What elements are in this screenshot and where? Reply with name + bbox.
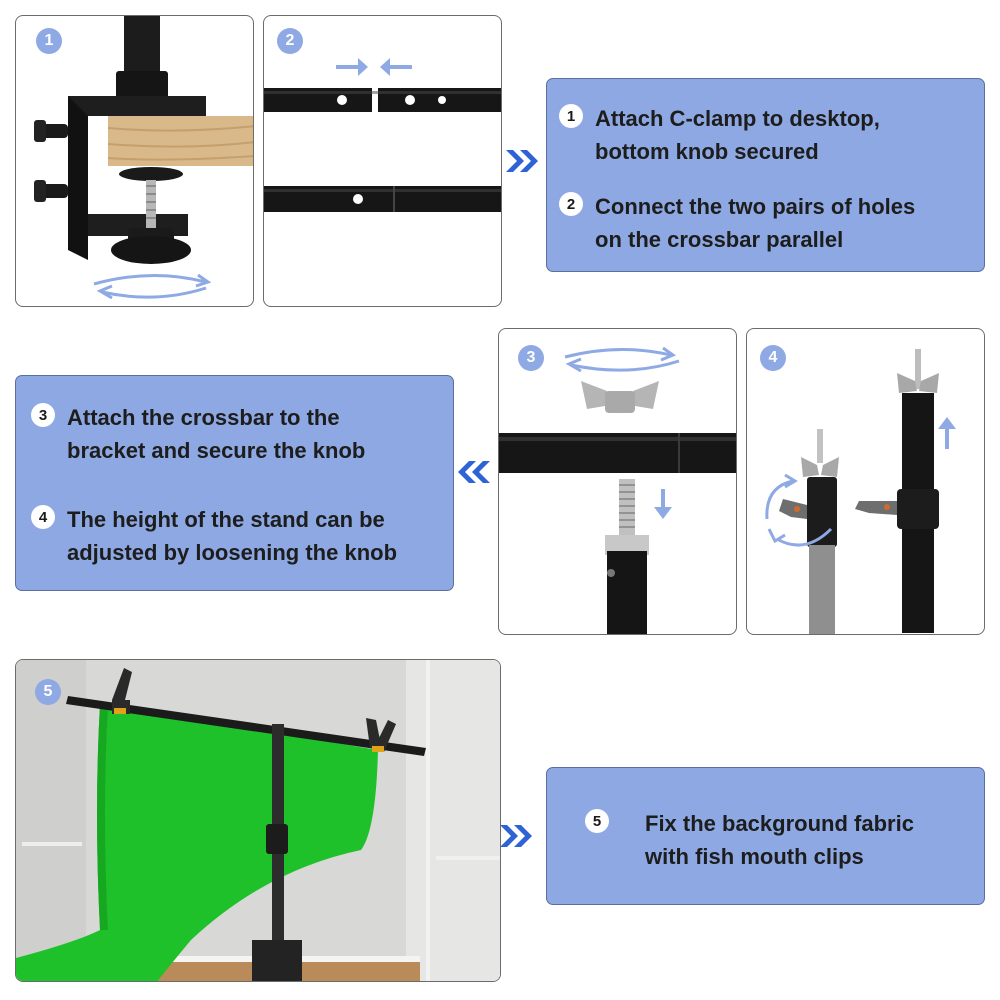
step-4-item: 4 The height of the stand can be adjuste…	[31, 503, 397, 569]
rotate-arrows-icon	[93, 273, 212, 300]
step-2-number: 2	[559, 192, 583, 216]
panel-step-5-image: 5	[15, 659, 501, 982]
right-chevron-icon	[500, 825, 532, 847]
step-5-text: Fix the background fabric with fish mout…	[645, 811, 914, 869]
step-1-number: 1	[559, 104, 583, 128]
step-3-text: Attach the crossbar to the bracket and s…	[67, 405, 366, 463]
right-chevron-icon	[506, 150, 538, 172]
step-2-text: Connect the two pairs of holes on the cr…	[595, 194, 916, 252]
info-box-steps-3-4: 3 Attach the crossbar to the bracket and…	[15, 375, 454, 591]
step-4-number: 4	[31, 505, 55, 529]
down-arrow-icon	[654, 489, 672, 519]
rotate-arrows-icon	[765, 473, 833, 547]
step-3-badge: 3	[518, 345, 544, 371]
left-arrow-icon	[380, 58, 412, 76]
green-backdrop-illustration	[16, 660, 500, 981]
step-1-item: 1 Attach C-clamp to desktop, bottom knob…	[559, 102, 880, 168]
panel-step-2-image: 2	[263, 15, 502, 307]
step-2-badge: 2	[277, 28, 303, 54]
height-adjust-illustration	[765, 349, 956, 634]
step-5-item: 5 Fix the background fabric with fish mo…	[585, 807, 914, 873]
rotate-arrows-icon	[564, 346, 680, 373]
step-3-item: 3 Attach the crossbar to the bracket and…	[31, 401, 365, 467]
c-clamp-illustration	[34, 16, 253, 300]
step-5-badge: 5	[35, 679, 61, 705]
panel-step-1-image: 1	[15, 15, 254, 307]
crossbar-illustration	[264, 58, 501, 212]
info-box-step-5: 5 Fix the background fabric with fish mo…	[546, 767, 985, 905]
left-chevron-icon	[458, 461, 490, 483]
step-4-badge: 4	[760, 345, 786, 371]
panel-step-4-image: 4	[746, 328, 985, 635]
step-2-item: 2 Connect the two pairs of holes on the …	[559, 190, 915, 256]
right-arrow-icon	[336, 58, 368, 76]
info-box-steps-1-2: 1 Attach C-clamp to desktop, bottom knob…	[546, 78, 985, 272]
step-5-number: 5	[585, 809, 609, 833]
up-arrow-icon	[938, 417, 956, 449]
step-1-badge: 1	[36, 28, 62, 54]
step-4-text: The height of the stand can be adjusted …	[67, 507, 398, 565]
bracket-illustration	[499, 346, 736, 634]
step-1-text: Attach C-clamp to desktop, bottom knob s…	[595, 106, 880, 164]
panel-step-3-image: 3	[498, 328, 737, 635]
step-3-number: 3	[31, 403, 55, 427]
